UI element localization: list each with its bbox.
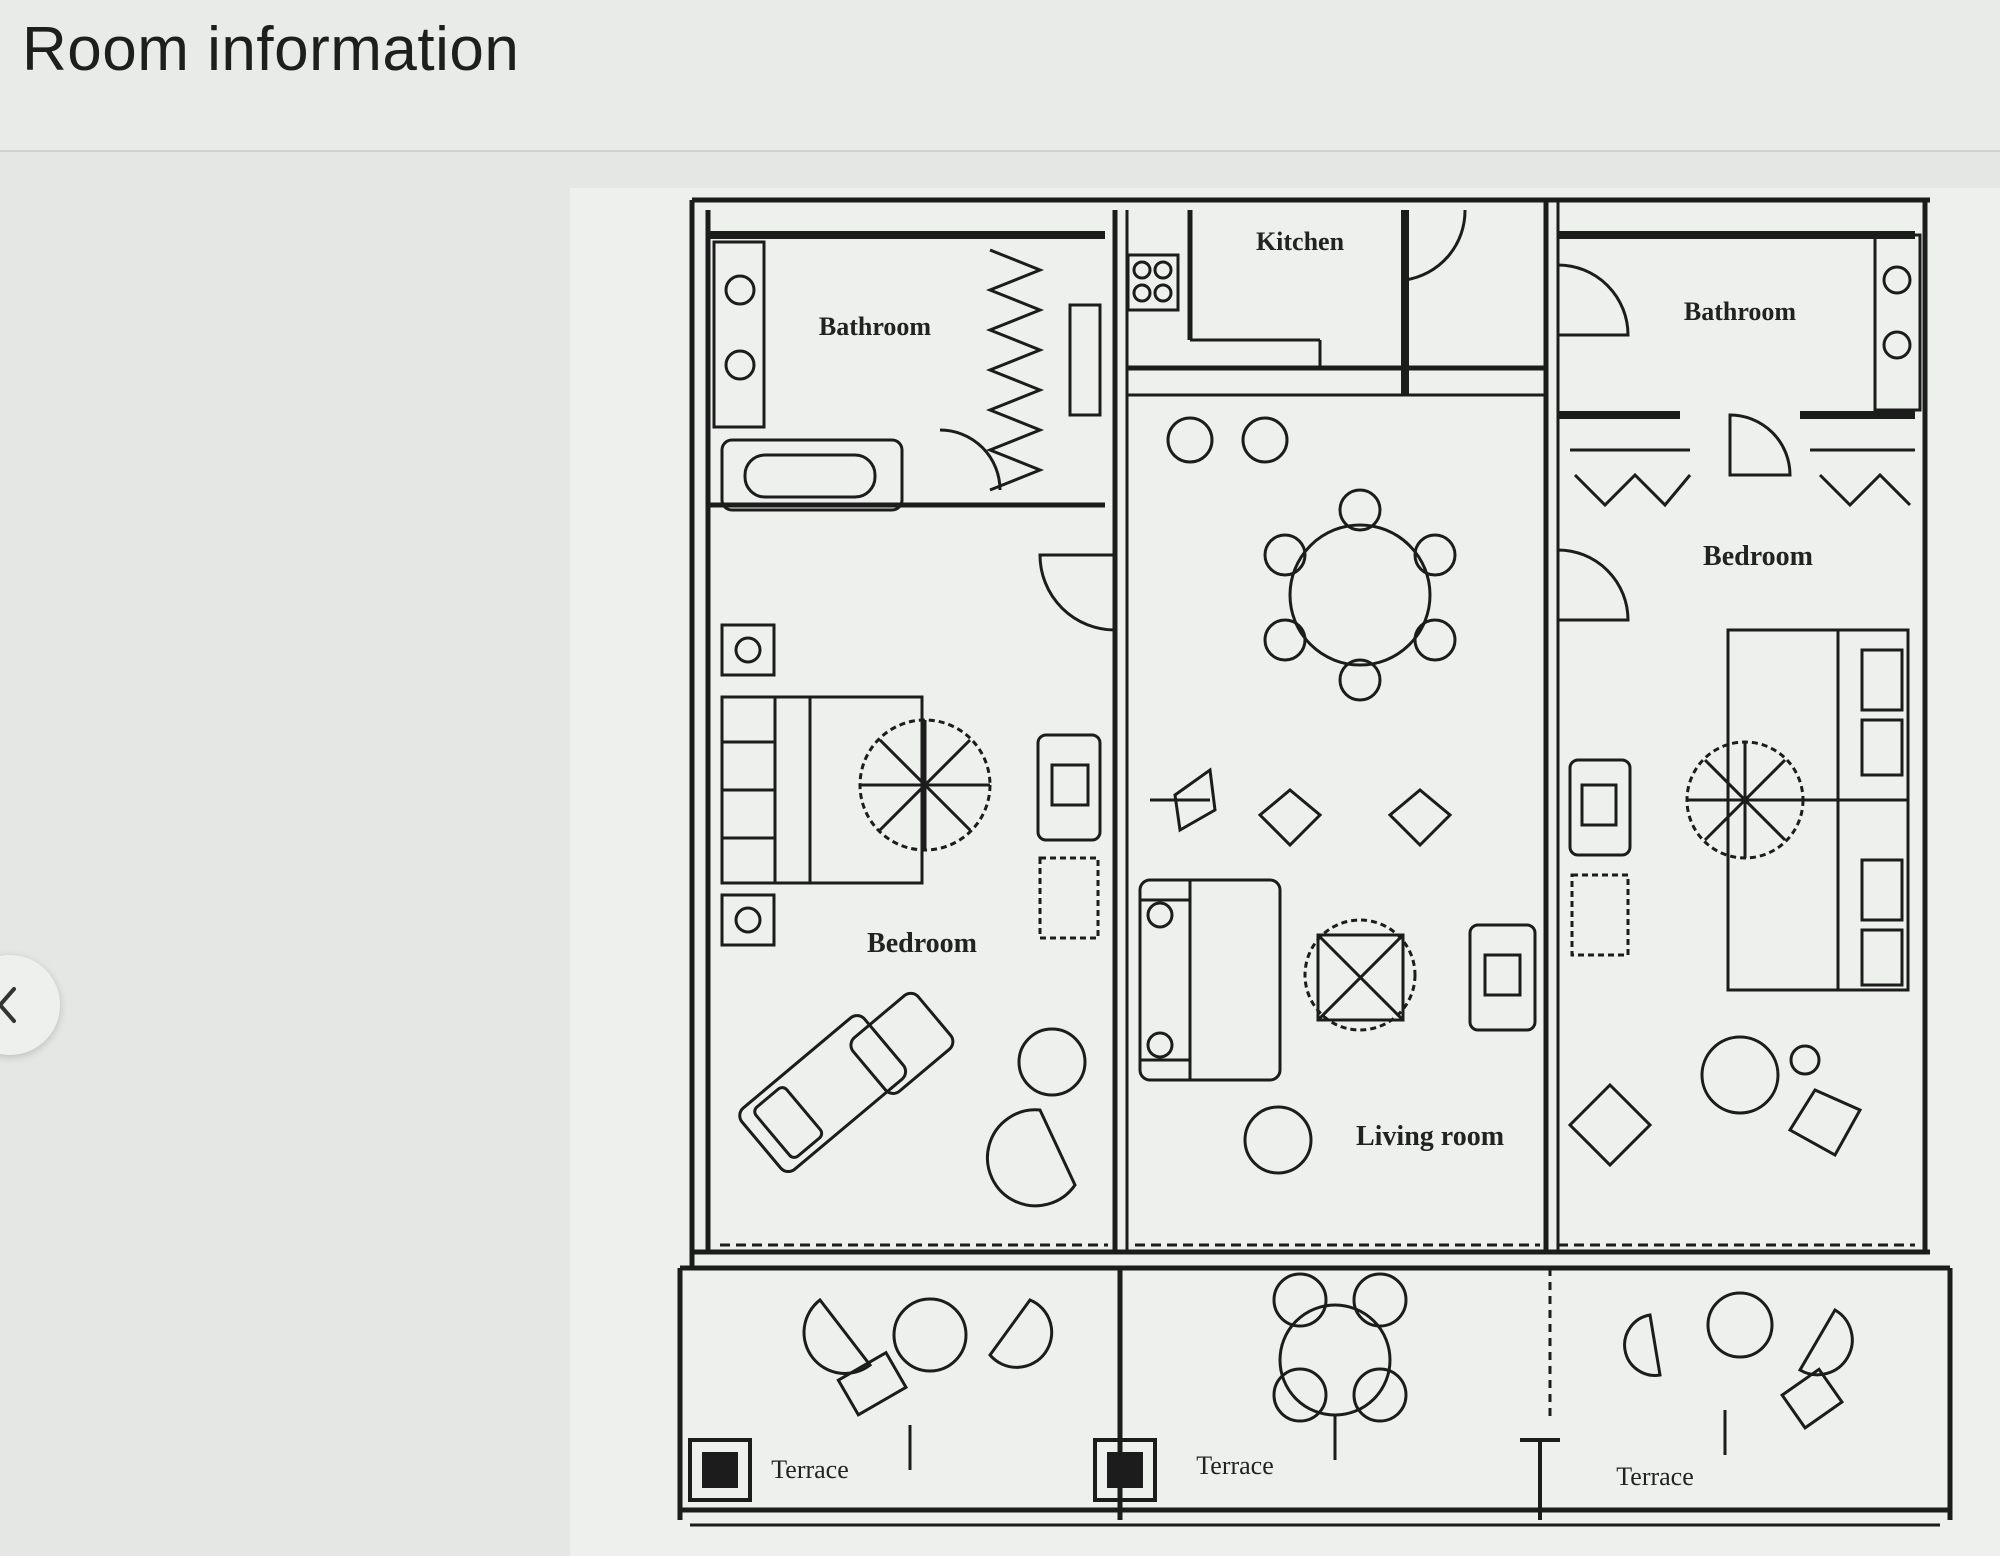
- page-title: Room information: [22, 15, 520, 84]
- label-bathroom-right: Bathroom: [1684, 297, 1797, 326]
- chevron-left-icon: [0, 987, 16, 1023]
- label-bedroom-right: Bedroom: [1703, 541, 1813, 572]
- floorplan-image: Kitchen Bathroom Bathroom Bedroom Bedroo…: [677, 197, 1953, 1527]
- label-kitchen: Kitchen: [1256, 227, 1345, 256]
- label-terrace-middle: Terrace: [1196, 1451, 1274, 1480]
- floorplan-frame: Kitchen Bathroom Bathroom Bedroom Bedroo…: [570, 188, 2000, 1556]
- header-bar: Room information: [0, 0, 2000, 152]
- label-bathroom-left: Bathroom: [819, 312, 932, 341]
- label-terrace-right: Terrace: [1616, 1462, 1694, 1491]
- label-living-room: Living room: [1356, 1121, 1504, 1152]
- label-terrace-left: Terrace: [771, 1455, 849, 1484]
- label-bedroom-left: Bedroom: [867, 928, 977, 959]
